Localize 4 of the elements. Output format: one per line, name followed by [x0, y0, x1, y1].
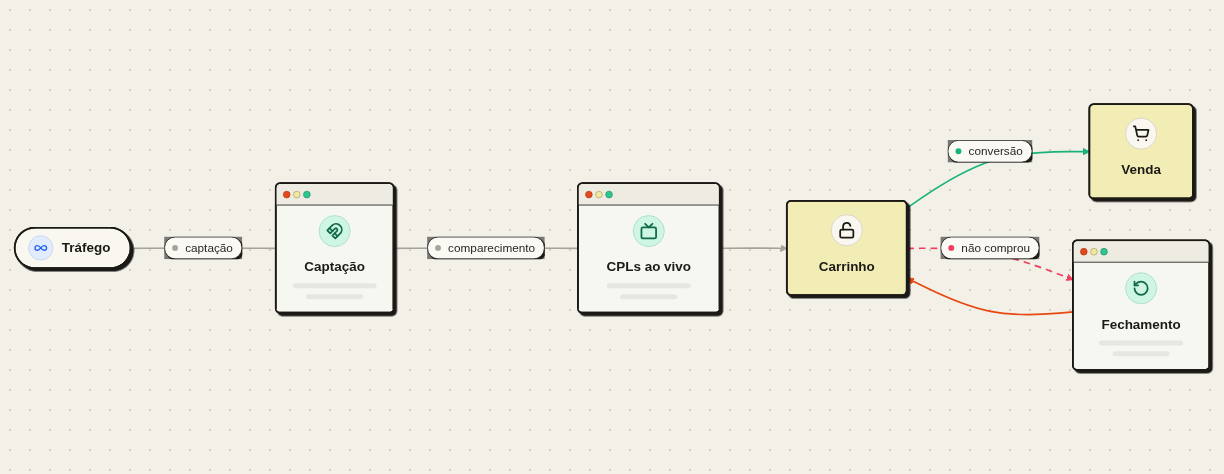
edge-label: conversão: [968, 144, 1023, 158]
edge-label: não comprou: [961, 240, 1031, 255]
edge-label: comparecimento: [448, 240, 536, 255]
edge-label: captação: [185, 240, 233, 255]
